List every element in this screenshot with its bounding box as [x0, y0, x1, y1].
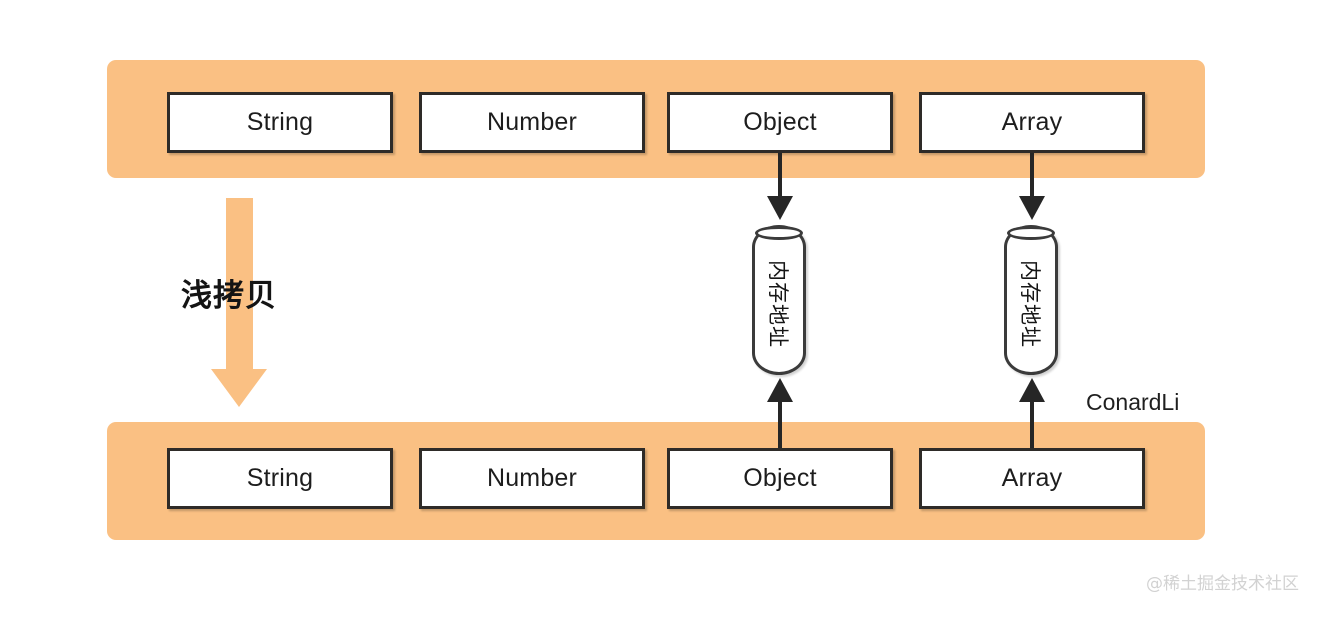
type-label: Number	[486, 108, 578, 136]
type-label: Number	[486, 464, 578, 492]
copied-type-box-object[interactable]: Object	[667, 448, 893, 509]
arrowhead-down-icon	[767, 196, 793, 220]
shallow-copy-arrow-head-icon	[211, 369, 267, 407]
original-type-box-array[interactable]: Array	[919, 92, 1145, 153]
memory-address-cylinder-object: 内存地址	[752, 225, 806, 375]
original-type-box-object[interactable]: Object	[667, 92, 893, 153]
memory-address-label-wrap: 内存地址	[755, 228, 803, 372]
arrowhead-down-icon	[1019, 196, 1045, 220]
cylinder-cap-icon	[1007, 226, 1055, 240]
author-credit: ConardLi	[1086, 389, 1180, 415]
type-label: Object	[743, 464, 817, 492]
memory-address-cylinder-array: 内存地址	[1004, 225, 1058, 375]
original-type-box-number[interactable]: Number	[419, 92, 645, 153]
type-label: String	[246, 464, 314, 492]
memory-address-label: 内存地址	[766, 260, 790, 348]
original-type-box-string[interactable]: String	[167, 92, 393, 153]
arrowhead-up-icon	[767, 378, 793, 402]
type-label: Object	[743, 108, 817, 136]
site-watermark: @稀土掘金技术社区	[1146, 574, 1299, 594]
connector-line-array-top	[1030, 153, 1034, 205]
type-label: String	[246, 108, 314, 136]
connector-line-object-top	[778, 153, 782, 205]
copied-type-box-string[interactable]: String	[167, 448, 393, 509]
connector-line-array-bottom	[1030, 397, 1034, 448]
type-label: Array	[1001, 464, 1063, 492]
memory-address-label: 内存地址	[1018, 260, 1042, 348]
arrowhead-up-icon	[1019, 378, 1045, 402]
type-label: Array	[1001, 108, 1063, 136]
copied-type-box-number[interactable]: Number	[419, 448, 645, 509]
copied-type-box-array[interactable]: Array	[919, 448, 1145, 509]
shallow-copy-arrow-shaft	[226, 198, 253, 375]
shallow-copy-label: 浅拷贝	[181, 278, 277, 314]
cylinder-cap-icon	[755, 226, 803, 240]
memory-address-label-wrap: 内存地址	[1007, 228, 1055, 372]
connector-line-object-bottom	[778, 397, 782, 448]
